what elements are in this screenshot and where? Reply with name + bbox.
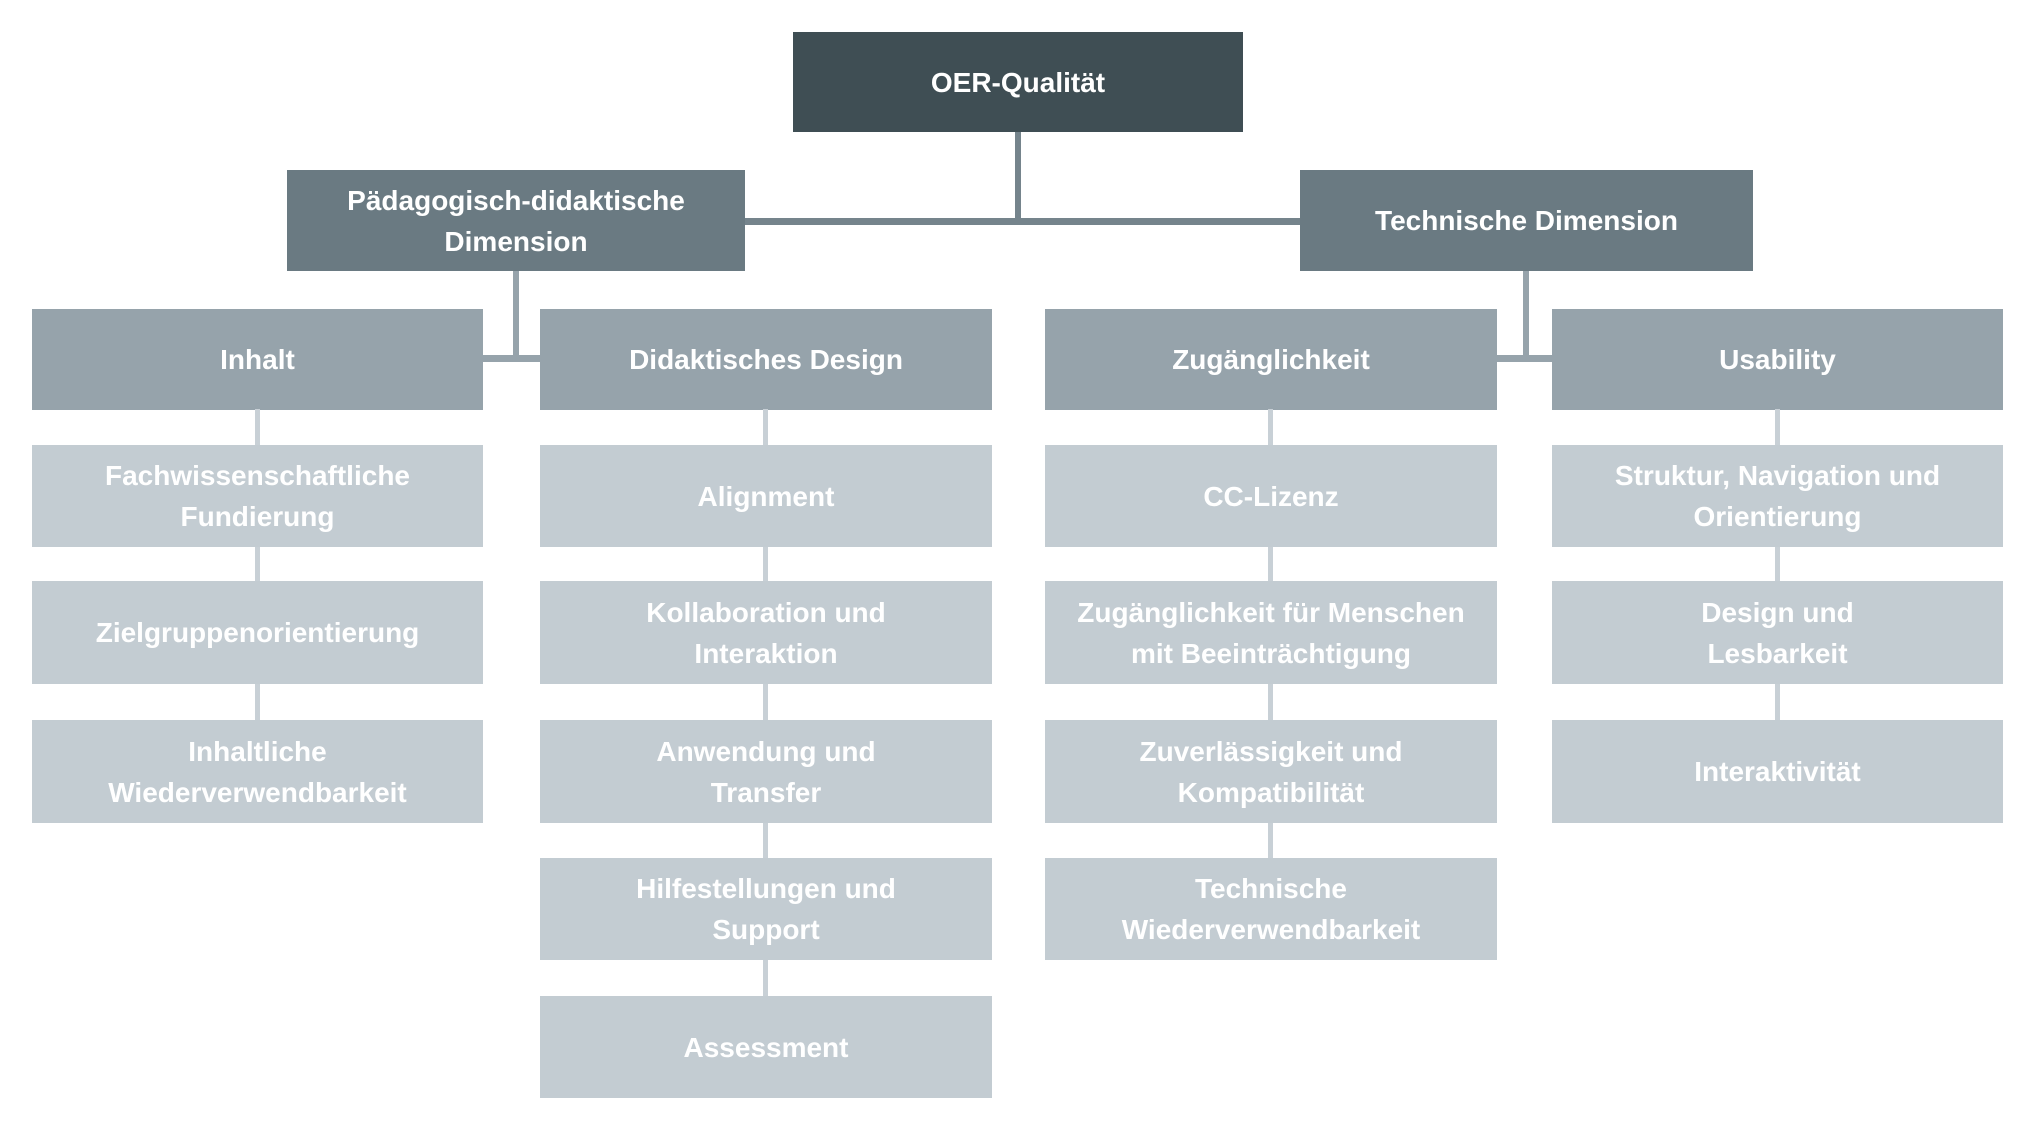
- connector-col4-seg1: [1775, 409, 1780, 446]
- item-struktur-navigation-orientierung: Struktur, Navigation und Orientierung: [1552, 445, 2003, 547]
- item-label: Technische Wiederverwendbarkeit: [1121, 873, 1421, 945]
- item-label: Zugänglichkeit für Menschen mit Beeinträ…: [1077, 596, 1465, 669]
- item-label: Interaktivität: [1694, 756, 1861, 787]
- connector-col4-seg3: [1775, 683, 1780, 721]
- connector-col1-seg1: [255, 409, 260, 446]
- item-label: Design und Lesbarkeit: [1701, 596, 1854, 669]
- dimension-box-paedagogisch-didaktisch: Pädagogisch-didaktische Dimension: [287, 170, 745, 271]
- connector-paedagogisch-vertical: [513, 271, 519, 362]
- connector-col1-seg2: [255, 546, 260, 582]
- item-label: Hilfestellungen und Support: [636, 873, 896, 945]
- item-design-und-lesbarkeit: Design und Lesbarkeit: [1552, 581, 2003, 684]
- connector-col2-seg1: [763, 409, 768, 446]
- item-alignment: Alignment: [540, 445, 992, 547]
- connector-technisch-vertical: [1523, 271, 1529, 362]
- column-header-label: Inhalt: [220, 344, 295, 375]
- item-kollaboration-und-interaktion: Kollaboration und Interaktion: [540, 581, 992, 684]
- item-label: Anwendung und Transfer: [656, 735, 876, 808]
- item-cc-lizenz: CC-Lizenz: [1045, 445, 1497, 547]
- item-label: Kollaboration und Interaktion: [646, 596, 886, 669]
- item-inhaltliche-wiederverwendbarkeit: Inhaltliche Wiederverwendbarkeit: [32, 720, 483, 823]
- column-header-didaktisches-design: Didaktisches Design: [540, 309, 992, 410]
- item-assessment: Assessment: [540, 996, 992, 1098]
- connector-col3-seg1: [1268, 409, 1273, 446]
- item-label: Zuverlässigkeit und Kompatibilität: [1139, 735, 1403, 808]
- connector-col4-seg2: [1775, 546, 1780, 582]
- item-zugaenglichkeit-fuer-menschen: Zugänglichkeit für Menschen mit Beeinträ…: [1045, 581, 1497, 684]
- item-label: Zielgruppenorientierung: [95, 617, 420, 648]
- connector-col3-seg2: [1268, 546, 1273, 582]
- connector-col2-seg5: [763, 959, 768, 997]
- root-box-oer-qualitaet: OER-Qualität: [793, 32, 1243, 132]
- dimension-box-technisch: Technische Dimension: [1300, 170, 1753, 271]
- column-header-label: Usability: [1719, 344, 1836, 375]
- item-label: Inhaltliche Wiederverwendbarkeit: [108, 735, 407, 808]
- connector-root-horizontal: [745, 218, 1300, 225]
- item-label: Alignment: [697, 480, 835, 512]
- connector-col3-seg3: [1268, 683, 1273, 721]
- connector-col2-seg2: [763, 546, 768, 582]
- item-zuverlaessigkeit-und-kompatibilitaet: Zuverlässigkeit und Kompatibilität: [1045, 720, 1497, 823]
- item-zielgruppenorientierung: Zielgruppenorientierung: [32, 581, 483, 684]
- item-anwendung-und-transfer: Anwendung und Transfer: [540, 720, 992, 823]
- item-label: CC-Lizenz: [1203, 480, 1339, 512]
- column-header-zugaenglichkeit: Zugänglichkeit: [1045, 309, 1497, 410]
- connector-col2-seg3: [763, 683, 768, 721]
- connector-col1-seg3: [255, 683, 260, 721]
- dimension-label: Pädagogisch-didaktische Dimension: [347, 184, 685, 257]
- item-label: Assessment: [683, 1031, 849, 1063]
- column-header-label: Zugänglichkeit: [1172, 344, 1370, 375]
- item-hilfestellungen-und-support: Hilfestellungen und Support: [540, 858, 992, 960]
- connector-col3-seg4: [1268, 822, 1273, 859]
- item-label: Fachwissenschaftliche Fundierung: [104, 460, 410, 532]
- item-technische-wiederverwendbarkeit: Technische Wiederverwendbarkeit: [1045, 858, 1497, 960]
- item-fachwissenschaftliche-fundierung: Fachwissenschaftliche Fundierung: [32, 445, 483, 547]
- root-label: OER-Qualität: [930, 66, 1106, 98]
- connector-zugaenglichkeit-usability-horizontal: [1497, 355, 1552, 362]
- column-header-label: Didaktisches Design: [629, 344, 903, 375]
- column-header-usability: Usability: [1552, 309, 2003, 410]
- connector-root-vertical: [1015, 132, 1021, 220]
- item-label: Struktur, Navigation und Orientierung: [1614, 460, 1941, 532]
- column-header-inhalt: Inhalt: [32, 309, 483, 410]
- dimension-label: Technische Dimension: [1375, 205, 1678, 236]
- connector-col2-seg4: [763, 822, 768, 859]
- item-interaktivitaet: Interaktivität: [1552, 720, 2003, 823]
- connector-inhalt-didaktik-horizontal: [483, 355, 540, 362]
